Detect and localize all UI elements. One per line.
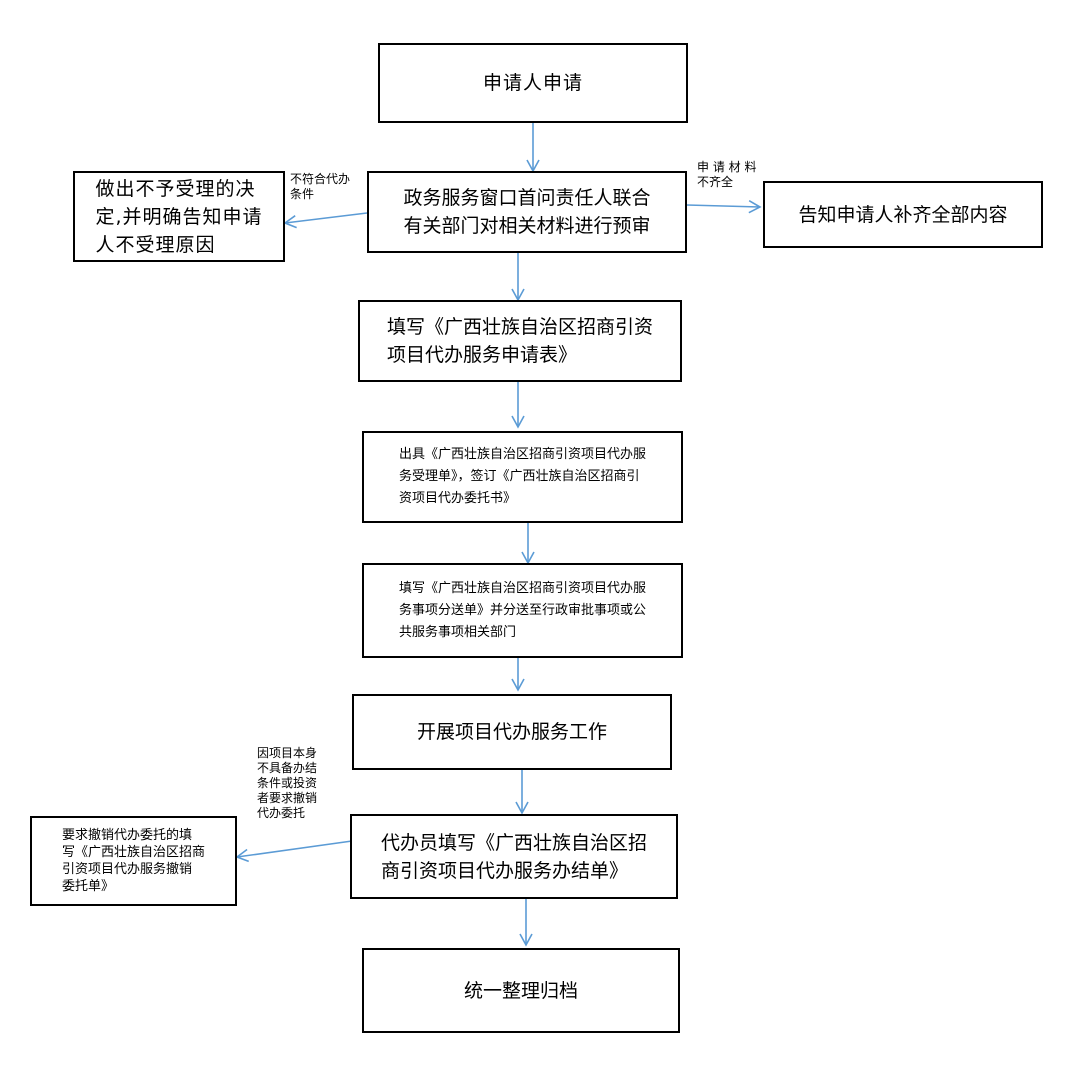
node-prereview: 政务服务窗口首问责任人联合 有关部门对相关材料进行预审	[367, 171, 687, 253]
arrow-prereview-to-supplement	[686, 200, 762, 214]
node-fill-form: 填写《广西壮族自治区招商引资 项目代办服务申请表》	[358, 300, 682, 382]
node-completion-label: 代办员填写《广西壮族自治区招 商引资项目代办服务办结单》	[380, 831, 647, 882]
edge-label-revoke-reason: 因项目本身 不具备办结 条件或投资 者要求撤销 代办委托	[257, 746, 318, 820]
node-archive-label: 统一整理归档	[463, 979, 578, 1002]
node-fill-dispatch: 填写《广西壮族自治区招商引资项目代办服 务事项分送单》并分送至行政审批事项或公 …	[362, 563, 683, 658]
arrow-completion-to-revoke	[235, 840, 353, 863]
node-revoke: 要求撤销代办委托的填 写《广西壮族自治区招商 引资项目代办服务撤销 委托单》	[30, 816, 237, 906]
node-reject-label: 做出不予受理的决 定,并明确告知申请 人不受理原因	[95, 177, 263, 256]
node-fill-form-label: 填写《广西壮族自治区招商引资 项目代办服务申请表》	[386, 316, 653, 366]
node-carry-out: 开展项目代办服务工作	[352, 694, 672, 770]
node-carry-out-label: 开展项目代办服务工作	[416, 721, 607, 743]
node-fill-dispatch-label: 填写《广西壮族自治区招商引资项目代办服 务事项分送单》并分送至行政审批事项或公 …	[398, 580, 646, 640]
node-reject: 做出不予受理的决 定,并明确告知申请 人不受理原因	[73, 171, 285, 262]
node-issue-receipt-label: 出具《广西壮族自治区招商引资项目代办服 务受理单》，签订《广西壮族自治区招商引 …	[398, 447, 646, 506]
node-supplement-label: 告知申请人补齐全部内容	[798, 203, 1008, 226]
arrow-prereview-to-reject	[283, 212, 368, 229]
edge-label-incomplete: 申 请 材 料 不齐全	[697, 160, 757, 189]
node-archive: 统一整理归档	[362, 948, 680, 1033]
node-supplement: 告知申请人补齐全部内容	[763, 181, 1043, 248]
node-prereview-label: 政务服务窗口首问责任人联合 有关部门对相关材料进行预审	[403, 187, 651, 237]
edge-label-not-qualified: 不符合代办 条件	[290, 172, 351, 201]
node-apply-label: 申请人申请	[482, 72, 583, 94]
node-issue-receipt: 出具《广西壮族自治区招商引资项目代办服 务受理单》，签订《广西壮族自治区招商引 …	[362, 431, 683, 523]
node-apply: 申请人申请	[378, 43, 688, 123]
node-completion: 代办员填写《广西壮族自治区招 商引资项目代办服务办结单》	[350, 814, 678, 899]
node-revoke-label: 要求撤销代办委托的填 写《广西壮族自治区招商 引资项目代办服务撤销 委托单》	[61, 828, 205, 894]
